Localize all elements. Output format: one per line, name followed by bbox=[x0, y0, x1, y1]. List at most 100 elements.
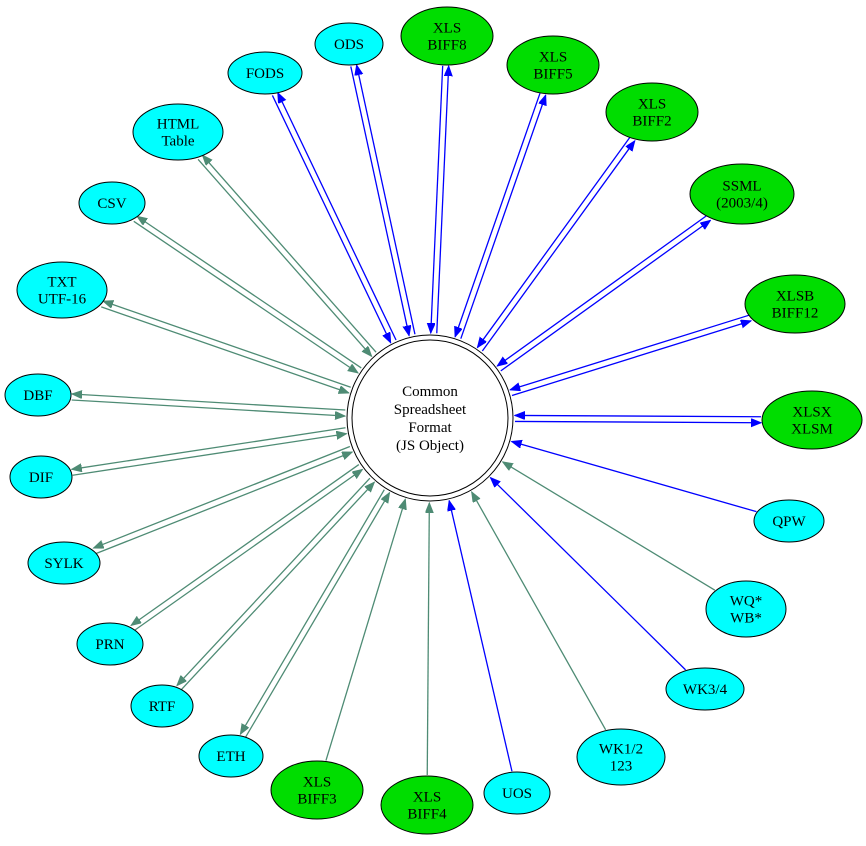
node-prn-shape bbox=[76, 622, 144, 666]
edge-uos-read bbox=[449, 501, 513, 772]
node-ssml-label: SSML(2003/4) bbox=[716, 179, 768, 212]
node-ssml-shape bbox=[689, 163, 795, 225]
edge-txt-utf16-write bbox=[103, 301, 351, 388]
edge-ssml-read bbox=[497, 215, 708, 366]
node-ods-shape bbox=[314, 22, 384, 66]
edge-dif-write bbox=[72, 427, 346, 470]
edge-xls-biff2-write bbox=[481, 141, 634, 352]
node-rtf: RTF bbox=[130, 684, 194, 728]
node-ods: ODS bbox=[314, 22, 384, 66]
edge-csv-read bbox=[133, 220, 358, 373]
node-xls-biff8-shape bbox=[400, 6, 494, 66]
node-dbf: DBF bbox=[4, 373, 72, 417]
node-qpw-label: QPW bbox=[772, 514, 806, 530]
edge-csv-write bbox=[137, 216, 362, 369]
node-wq-wb-shape bbox=[705, 580, 787, 638]
edge-dbf-write bbox=[72, 394, 346, 411]
node-eth-shape bbox=[198, 734, 264, 778]
edge-rtf-read bbox=[180, 482, 374, 690]
node-rtf-shape bbox=[130, 684, 194, 728]
edge-prn-read bbox=[134, 469, 363, 631]
edge-xlsx-xlsm-read bbox=[515, 415, 762, 416]
node-rtf-label: RTF bbox=[149, 699, 176, 715]
edge-eth-write bbox=[240, 489, 385, 734]
node-uos-shape bbox=[483, 771, 551, 815]
node-xlsx-xlsm-shape bbox=[761, 390, 863, 450]
node-fods: FODS bbox=[227, 51, 303, 95]
edge-ssml-write bbox=[500, 220, 711, 372]
edge-xls-biff5-write bbox=[460, 95, 546, 339]
edges-layer bbox=[71, 65, 762, 776]
node-sylk: SYLK bbox=[27, 541, 101, 585]
node-wq-wb-label: WQ*WB* bbox=[730, 594, 763, 627]
node-xls-biff2-shape bbox=[605, 82, 699, 142]
node-dbf-shape bbox=[4, 373, 72, 417]
node-prn-label: PRN bbox=[95, 637, 124, 653]
node-eth: ETH bbox=[198, 734, 264, 778]
node-csv: CSV bbox=[78, 181, 146, 225]
edge-ods-read bbox=[350, 66, 409, 335]
node-wk34: WK3/4 bbox=[665, 667, 745, 711]
center-inner-circle bbox=[351, 339, 509, 497]
edge-xls-biff4-read bbox=[427, 503, 429, 776]
edge-xlsb-biff12-write bbox=[511, 321, 751, 397]
edge-fods-write bbox=[277, 93, 397, 341]
node-uos-label: UOS bbox=[502, 786, 532, 802]
edge-ods-write bbox=[357, 65, 416, 335]
node-xls-biff5-shape bbox=[506, 35, 600, 95]
node-csv-label: CSV bbox=[97, 196, 126, 212]
edge-dif-read bbox=[72, 434, 347, 476]
node-fods-label: FODS bbox=[246, 66, 284, 82]
edge-eth-read bbox=[245, 493, 390, 738]
edge-qpw-read bbox=[512, 441, 757, 513]
edge-dbf-read bbox=[71, 399, 345, 416]
node-ods-label: ODS bbox=[334, 37, 364, 53]
node-ssml: SSML(2003/4) bbox=[689, 163, 795, 225]
node-dif: DIF bbox=[9, 455, 73, 499]
edge-rtf-write bbox=[177, 477, 371, 685]
edge-xls-biff8-read bbox=[431, 65, 444, 333]
edge-html-table-read bbox=[197, 158, 372, 356]
node-dbf-label: DBF bbox=[23, 388, 52, 404]
node-eth-label: ETH bbox=[216, 749, 245, 765]
edge-wk12-123-read bbox=[472, 492, 607, 731]
node-prn: PRN bbox=[76, 622, 144, 666]
node-txt-utf16-shape bbox=[16, 261, 108, 319]
node-sylk-label: SYLK bbox=[44, 556, 83, 572]
node-uos: UOS bbox=[483, 771, 551, 815]
node-wk34-shape bbox=[665, 667, 745, 711]
node-fods-shape bbox=[227, 51, 303, 95]
edge-xlsx-xlsm-write bbox=[514, 421, 761, 422]
node-wq-wb: WQ*WB* bbox=[705, 580, 787, 638]
edge-sylk-write bbox=[94, 445, 351, 549]
node-xlsb-biff12-shape bbox=[744, 274, 846, 334]
node-csv-shape bbox=[78, 181, 146, 225]
edge-xlsb-biff12-read bbox=[510, 314, 750, 390]
edge-xls-biff3-read bbox=[325, 499, 405, 761]
node-wk12-123-shape bbox=[576, 728, 666, 786]
node-qpw-shape bbox=[753, 499, 825, 543]
node-xls-biff4-shape bbox=[380, 775, 474, 835]
